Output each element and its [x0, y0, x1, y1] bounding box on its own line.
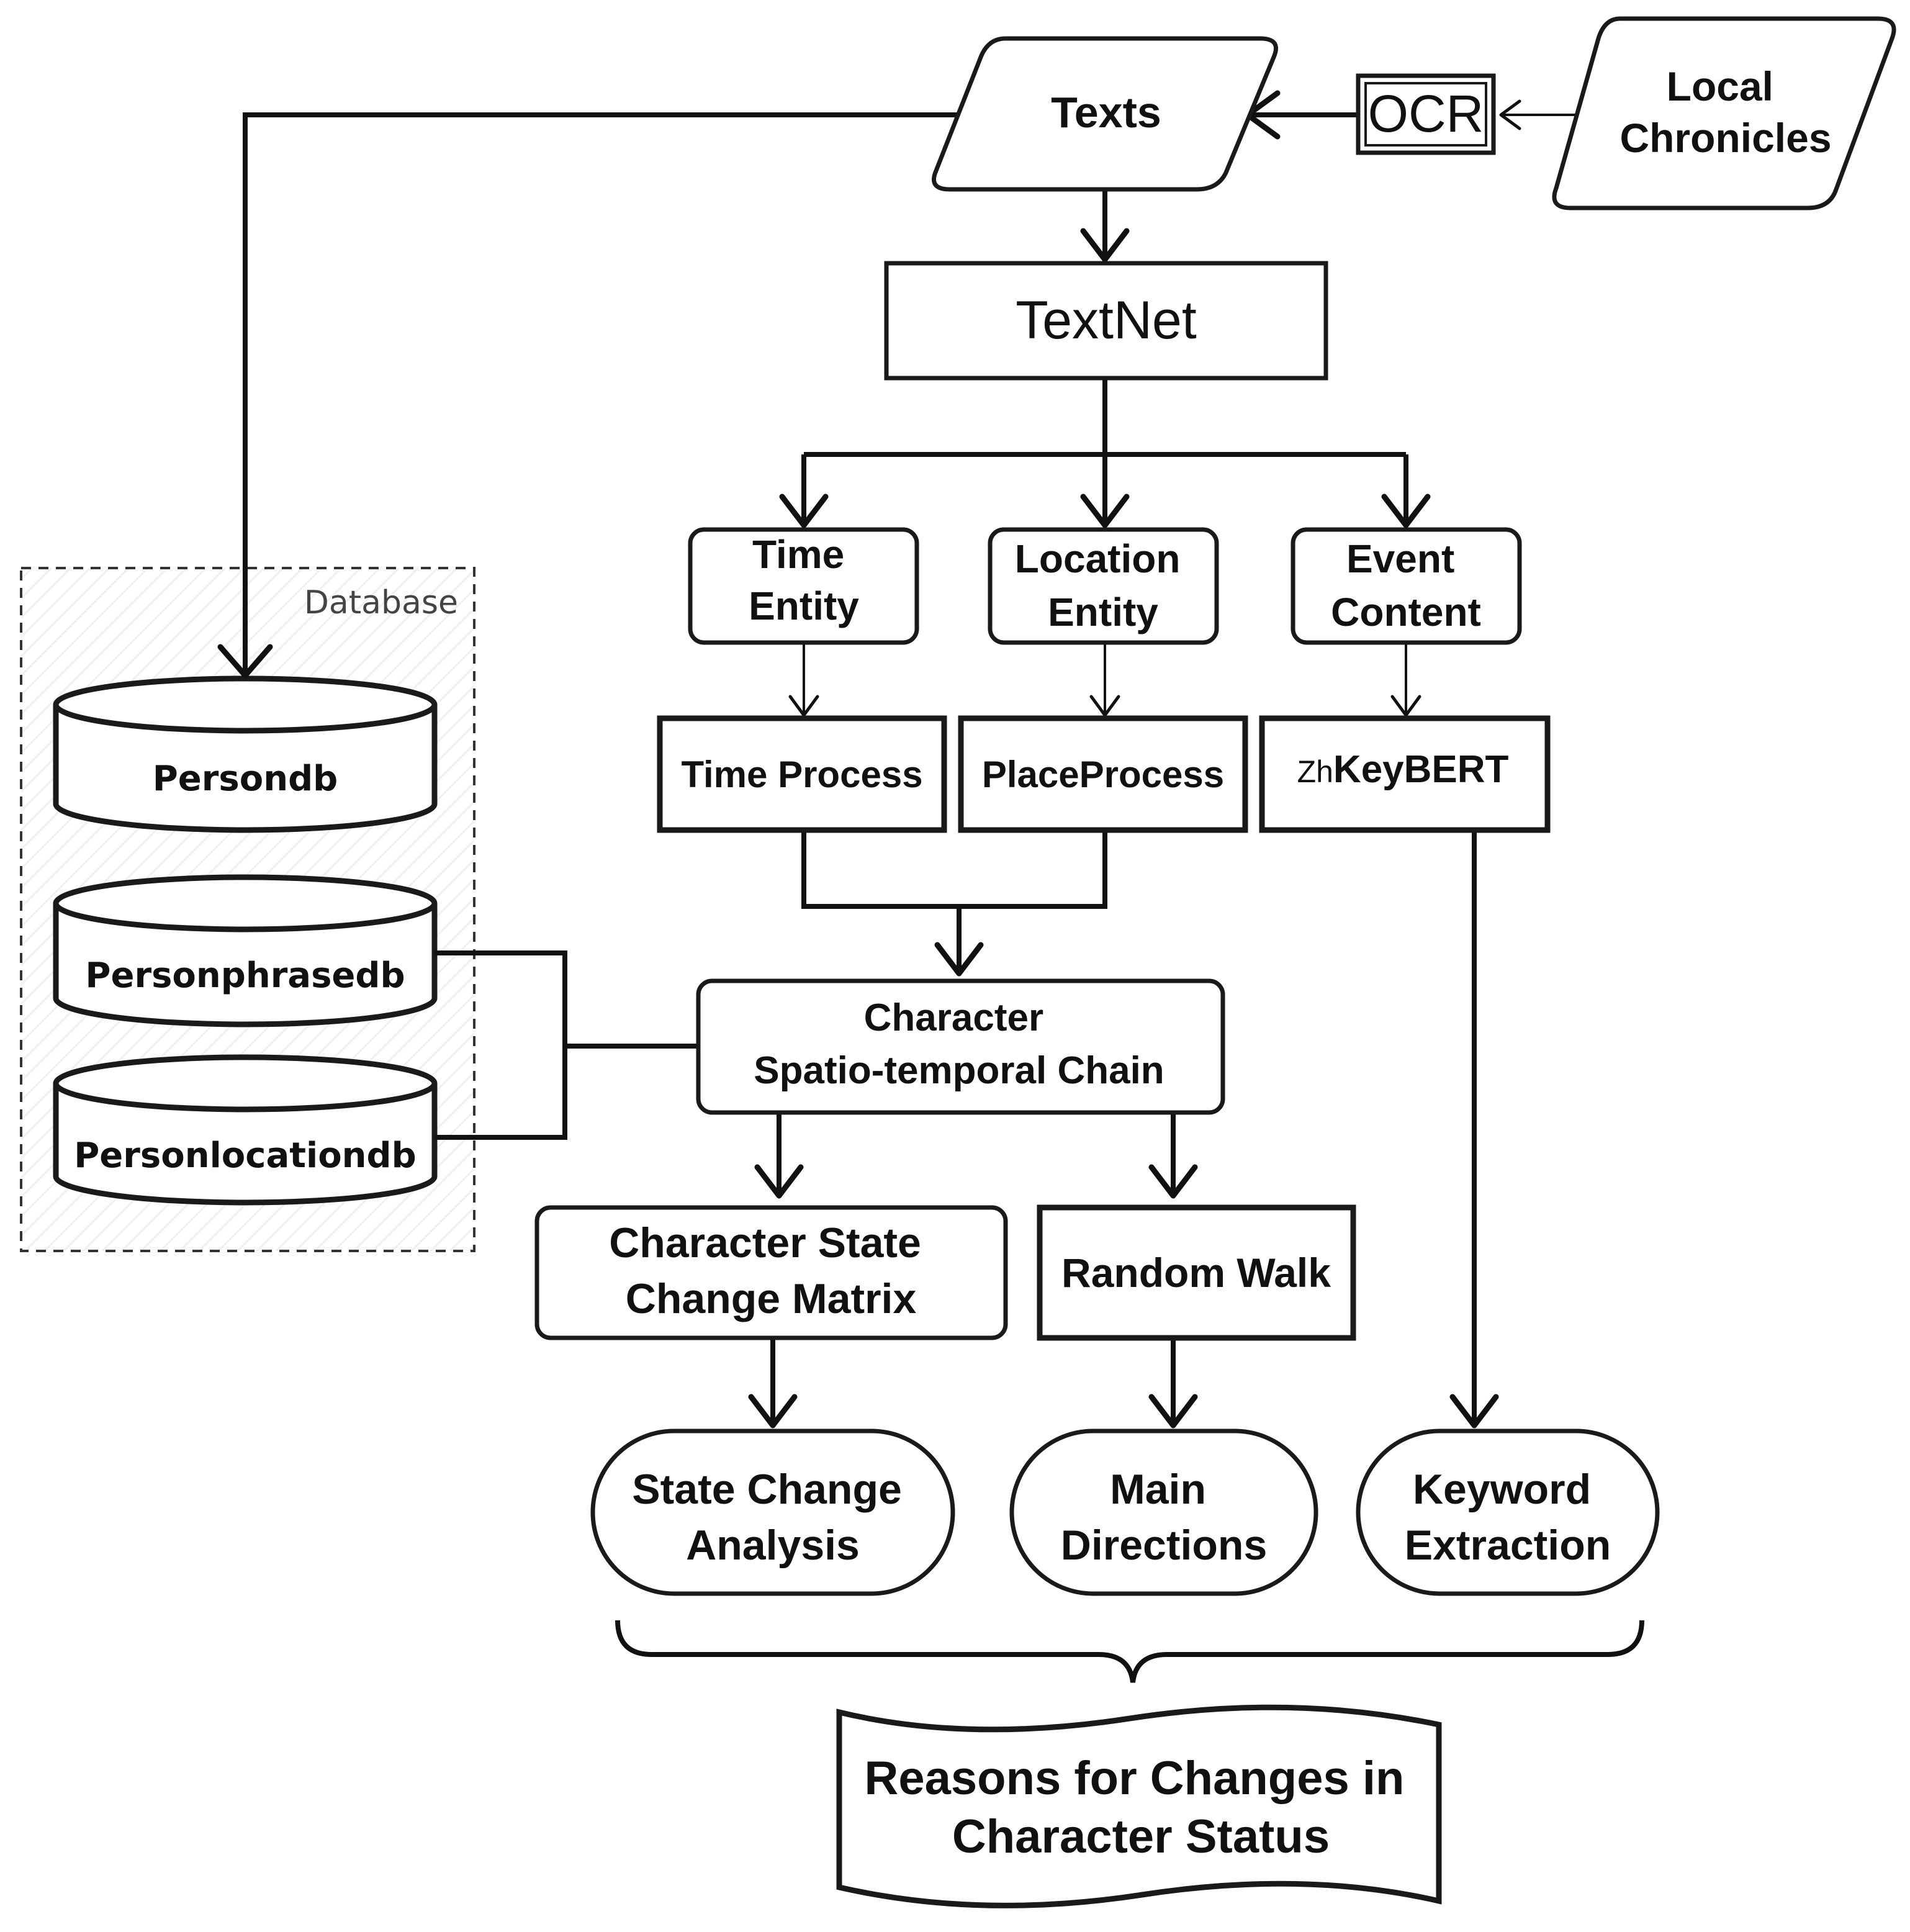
time-process-node: Time Process	[657, 715, 947, 833]
event-content-line2: Content	[1331, 590, 1481, 634]
location-entity-line1: Location	[1015, 536, 1181, 581]
zhkeybert-node: ZhKeyBERT	[1259, 715, 1551, 833]
ocr-node: OCR	[1356, 73, 1496, 155]
arrowhead-chain	[934, 942, 984, 977]
svg-text:Location Entity: Location Entity	[1015, 536, 1191, 634]
arrowhead-time-entity	[779, 494, 829, 528]
arrowhead-event-content	[1381, 494, 1431, 528]
event-content-node: Event Content	[1291, 527, 1522, 645]
reasons-line2: Character Status	[952, 1810, 1330, 1863]
textnet-label: TextNet	[1016, 291, 1197, 350]
persondb-label: Persondb	[153, 759, 338, 799]
personphrasedb-cylinder: Personphrasedb	[53, 874, 438, 1027]
time-entity-line2: Entity	[749, 584, 859, 628]
chain-line1: Character	[864, 996, 1043, 1039]
zhkeybert-label: ZhKeyBERT	[1297, 748, 1509, 791]
ocr-label: OCR	[1368, 84, 1484, 143]
svg-text:Time Entity: Time Entity	[749, 532, 859, 628]
svg-text:Event Content: Event Content	[1331, 536, 1481, 634]
arrowhead-keyword	[1449, 1394, 1499, 1429]
zhkeybert-main: KeyBERT	[1333, 748, 1509, 791]
edge-texts-to-persondb	[243, 112, 968, 672]
event-content-line1: Event	[1346, 536, 1454, 581]
main-directions-node: Main Directions	[1009, 1429, 1318, 1596]
keyword-extraction-node: Keyword Extraction	[1356, 1429, 1660, 1596]
persondb-cylinder: Persondb	[53, 675, 438, 833]
arrowhead-zhkeybert	[1390, 695, 1421, 717]
random-walk-node: Random Walk	[1037, 1204, 1356, 1341]
analysis-line2: Analysis	[686, 1522, 860, 1569]
arrowhead-location-entity	[1080, 494, 1130, 528]
keyword-line1: Keyword	[1413, 1466, 1591, 1513]
edge-processes-to-chain	[801, 832, 1107, 968]
svg-text:Character Spatio-tempora: Character Spatio-temporal Chain	[754, 996, 1164, 1092]
arrowhead-place-process	[1089, 695, 1120, 717]
place-process-label: PlaceProcess	[982, 754, 1224, 795]
state-change-analysis-node: State Change Analysis	[590, 1429, 955, 1596]
local-chronicles-node: Local Chronicles	[1552, 16, 1896, 210]
place-process-node: PlaceProcess	[958, 715, 1248, 833]
directions-line2: Directions	[1061, 1522, 1268, 1569]
matrix-line1: Character State	[609, 1219, 921, 1266]
zhkeybert-prefix: Zh	[1297, 754, 1333, 789]
edge-textnet-split	[801, 380, 1408, 521]
texts-label: Texts	[1051, 88, 1161, 137]
textnet-node: TextNet	[884, 261, 1328, 381]
random-walk-label: Random Walk	[1061, 1250, 1331, 1296]
location-entity-node: Location Entity	[988, 527, 1219, 645]
keyword-line2: Extraction	[1405, 1522, 1611, 1569]
arrowhead-randomwalk	[1148, 1164, 1198, 1199]
directions-line1: Main	[1110, 1466, 1206, 1513]
local-chronicles-line1: Local	[1667, 63, 1773, 109]
personlocationdb-label: Personlocationdb	[74, 1135, 416, 1176]
database-label: Database	[304, 584, 458, 621]
arrowhead-time-process	[788, 695, 819, 717]
svg-text:Main Directions: Main Directions	[1061, 1466, 1268, 1569]
chain-line2: Spatio-temporal Chain	[754, 1049, 1164, 1092]
arrowhead-textnet	[1080, 228, 1130, 263]
arrowhead-directions	[1148, 1394, 1198, 1429]
svg-text:Reasons for Changes in C: Reasons for Changes in Character Status	[864, 1752, 1417, 1863]
arrowhead-persondb	[217, 644, 273, 679]
state-change-matrix-node: Character State Change Matrix	[534, 1205, 1008, 1340]
svg-text:Character State Change M: Character State Change Matrix	[609, 1219, 933, 1322]
time-entity-line1: Time	[752, 532, 844, 577]
matrix-line2: Change Matrix	[626, 1275, 917, 1322]
analysis-line1: State Change	[632, 1466, 902, 1513]
personphrasedb-label: Personphrasedb	[85, 955, 405, 996]
svg-text:Keyword Extraction: Keyword Extraction	[1405, 1466, 1611, 1569]
location-entity-line2: Entity	[1048, 590, 1158, 634]
arrowhead-analysis	[748, 1394, 798, 1429]
svg-text:Local Chronicles: Local Chronicles	[1619, 63, 1831, 161]
time-entity-node: Time Entity	[688, 527, 919, 645]
spatiotemporal-chain-node: Character Spatio-temporal Chain	[696, 978, 1225, 1115]
arrowhead-matrix	[754, 1164, 804, 1199]
time-process-label: Time Process	[681, 754, 922, 795]
arrowhead-ocr	[1499, 99, 1521, 130]
reasons-line1: Reasons for Changes in	[864, 1752, 1404, 1805]
reasons-document-node: Reasons for Changes in Character Status	[836, 1704, 1442, 1908]
outcomes-brace	[615, 1620, 1644, 1683]
local-chronicles-line2: Chronicles	[1619, 115, 1831, 161]
personlocationdb-cylinder: Personlocationdb	[53, 1054, 438, 1206]
svg-text:State Change Analysis: State Change Analysis	[632, 1466, 913, 1569]
texts-node: Texts	[932, 36, 1278, 192]
edge-databases-to-chain	[435, 950, 698, 1140]
